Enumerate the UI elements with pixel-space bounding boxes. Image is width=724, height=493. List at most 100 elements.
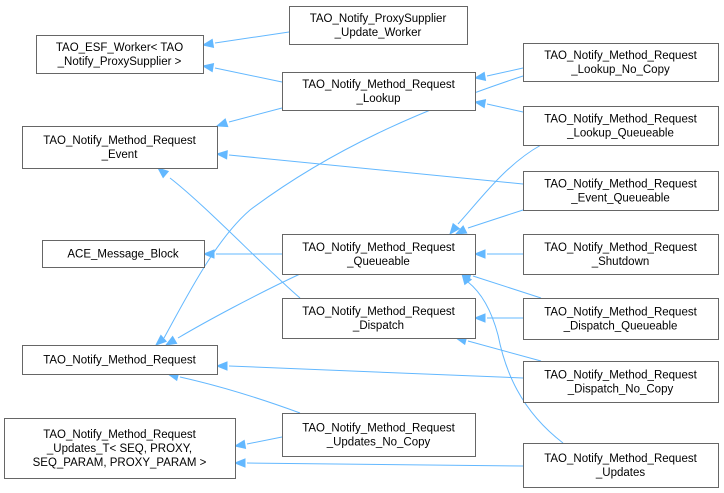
- class-node-label-line: TAO_Notify_Method_Request: [544, 242, 697, 254]
- class-node-label-line: _Update_Worker: [334, 27, 422, 39]
- class-node-label-line: _Lookup_No_Copy: [570, 64, 670, 76]
- class-node-label-line: TAO_Notify_Method_Request: [544, 453, 697, 465]
- class-node[interactable]: TAO_Notify_Method_Request_Lookup_Queueab…: [523, 106, 719, 146]
- class-node-box: [523, 443, 719, 488]
- edge-arrowhead: [201, 38, 215, 48]
- class-node-label-line: _Event_Queueable: [570, 193, 669, 205]
- edge-line: [472, 275, 542, 299]
- edge-arrowhead: [215, 118, 229, 128]
- class-node-box: [22, 126, 218, 169]
- class-node-label-line: TAO_ESF_Worker< TAO: [56, 42, 183, 54]
- class-node-label-line: TAO_Notify_Method_Request: [302, 242, 455, 254]
- edge-n17-n6: [461, 272, 564, 444]
- class-node[interactable]: TAO_Notify_Method_Request _Event_Queueabl…: [523, 171, 719, 211]
- edge-arrowhead: [473, 313, 486, 323]
- class-node-label-line: SEQ_PARAM, PROXY_PARAM >: [33, 457, 207, 469]
- edge-n7-n4: [156, 167, 301, 299]
- edge-arrowhead: [473, 99, 487, 109]
- edge-arrowhead: [215, 361, 228, 371]
- edge-arrowhead: [233, 439, 247, 449]
- edge-arrowhead: [154, 334, 168, 346]
- edge-arrowhead: [449, 222, 461, 236]
- edge-line: [169, 177, 301, 299]
- edge-n2-n1: [201, 31, 290, 48]
- edge-n14-n6: [473, 249, 523, 259]
- class-node-label-line: _Shutdown: [591, 256, 650, 268]
- edge-arrowhead: [454, 225, 468, 235]
- class-node[interactable]: TAO_Notify_Method_Request_Lookup: [282, 72, 476, 111]
- class-node-label-line: TAO_Notify_Method_Request: [43, 429, 196, 441]
- class-node-box: [523, 298, 719, 340]
- class-node[interactable]: ACE_Message_Block: [42, 240, 205, 268]
- edge-line: [467, 281, 564, 444]
- edge-arrowhead: [473, 249, 486, 259]
- class-node-label-line: _Updates: [595, 467, 645, 479]
- class-node-box: [36, 35, 204, 74]
- class-node[interactable]: TAO_Notify_Method_Request _Updates_No_Cop…: [282, 413, 476, 457]
- edge-line: [457, 144, 542, 225]
- edge-line: [486, 67, 524, 77]
- edge-line: [246, 436, 283, 445]
- class-node-label-line: _Updates_No_Copy: [326, 437, 431, 449]
- class-node[interactable]: TAO_Notify_ProxySupplier_Update_Worker: [289, 6, 468, 45]
- class-node-box: [523, 43, 719, 82]
- edge-n12-n6: [449, 144, 542, 236]
- class-node-box: [523, 106, 719, 146]
- class-node-label-line: TAO_Notify_Method_Request: [544, 370, 697, 382]
- class-node-label-line: TAO_Notify_Method_Request: [544, 50, 697, 62]
- edge-line: [179, 376, 301, 414]
- edge-n16-n8: [215, 361, 524, 379]
- edge-line: [467, 340, 542, 362]
- class-node-label-line: ACE_Message_Block: [67, 249, 178, 261]
- edge-n15-n6: [459, 270, 542, 299]
- class-node[interactable]: TAO_Notify_Method_Request: [22, 345, 218, 375]
- class-node[interactable]: TAO_Notify_Method_Request _Shutdown: [523, 234, 719, 275]
- class-node[interactable]: TAO_Notify_Method_Request _Updates_T< SEQ…: [4, 418, 236, 479]
- edge-arrowhead: [201, 63, 215, 73]
- edge-line: [228, 365, 524, 379]
- class-node[interactable]: TAO_Notify_Method_Request _Dispatch: [282, 298, 476, 339]
- class-node-label-line: _Queueable: [346, 256, 410, 268]
- class-node[interactable]: TAO_Notify_Method_Request _Queueable: [282, 234, 476, 275]
- edge-line: [177, 273, 301, 339]
- edge-n11-n3: [473, 67, 524, 81]
- class-node-box: [282, 234, 476, 275]
- edge-n13-n6: [454, 209, 524, 235]
- edge-arrowhead: [164, 335, 178, 346]
- edge-line: [246, 462, 524, 467]
- edge-n15-n7: [473, 313, 523, 323]
- class-node-label-line: _Dispatch: [352, 320, 404, 332]
- edge-n13-n4: [215, 150, 524, 185]
- class-node-label-line: TAO_Notify_Method_Request: [302, 423, 455, 435]
- edge-n10-n8: [166, 371, 301, 414]
- edge-line: [467, 209, 524, 229]
- class-node[interactable]: TAO_Notify_Method_Request_Dispatch_No_Co…: [523, 361, 719, 403]
- class-node[interactable]: TAO_ESF_Worker< TAO_Notify_ProxySupplier…: [36, 35, 204, 74]
- class-node-box: [22, 345, 218, 375]
- class-node[interactable]: TAO_Notify_Method_Request _Event: [22, 126, 218, 169]
- class-node-label-line: _Lookup_Queueable: [566, 128, 674, 140]
- class-node[interactable]: TAO_Notify_Method_Request _Updates: [523, 443, 719, 488]
- class-node-box: [4, 418, 236, 479]
- class-node-box: [523, 234, 719, 275]
- class-node-box: [282, 72, 476, 111]
- nodes-layer: TAO_ESF_Worker< TAO_Notify_ProxySupplier…: [4, 6, 719, 488]
- edge-arrowhead: [473, 71, 487, 81]
- class-node[interactable]: TAO_Notify_Method_Request_Dispatch_Queue…: [523, 298, 719, 340]
- edge-n17-n9: [233, 458, 524, 468]
- class-node-label-line: _Event: [101, 149, 139, 161]
- edge-line: [214, 31, 290, 44]
- class-node-label-line: TAO_Notify_Method_Request: [544, 179, 697, 191]
- class-node-label-line: TAO_Notify_Method_Request: [43, 135, 196, 147]
- edge-line: [486, 103, 524, 113]
- edge-line: [228, 107, 283, 123]
- class-node-label-line: TAO_Notify_Method_Request: [43, 355, 196, 367]
- class-node-label-line: _Updates_T< SEQ, PROXY,: [46, 443, 192, 455]
- class-node-label-line: TAO_Notify_Method_Request: [544, 307, 697, 319]
- edge-line: [228, 154, 524, 185]
- class-node-label-line: TAO_Notify_Method_Request: [302, 306, 455, 318]
- edge-n6-n5: [202, 249, 282, 259]
- class-node[interactable]: TAO_Notify_Method_Request _Lookup_No_Copy: [523, 43, 719, 82]
- edge-n6-n8: [164, 273, 301, 346]
